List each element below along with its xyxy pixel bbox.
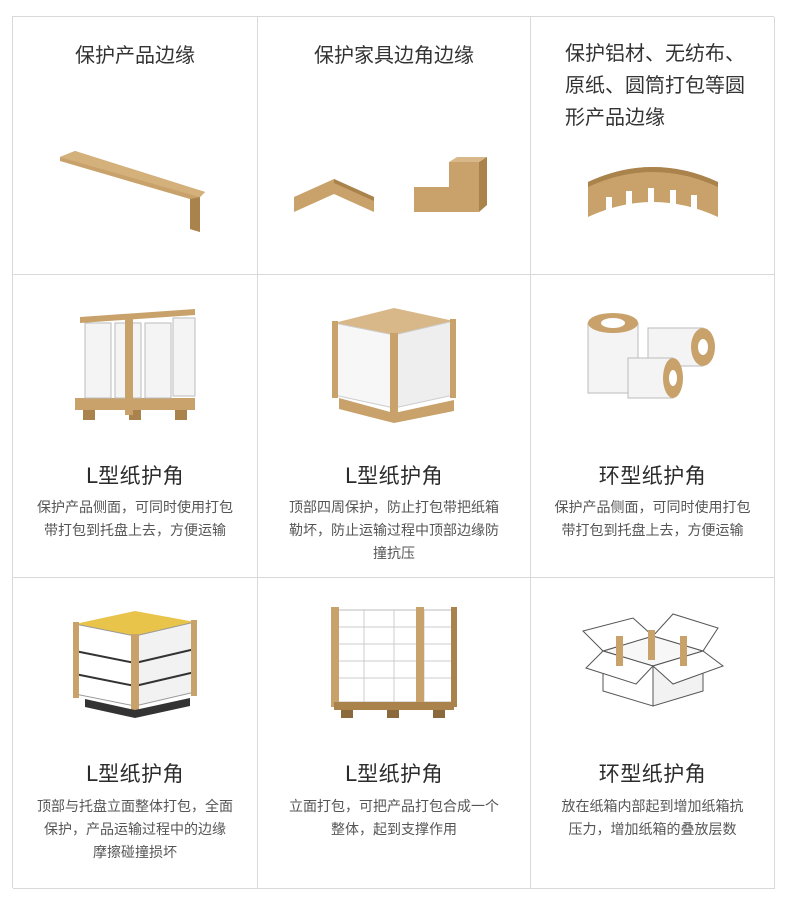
- desc-line: 勒坏，防止运输过程中顶部边缘防: [289, 523, 499, 539]
- desc-line: 带打包到托盘上去，方便运输: [44, 523, 226, 539]
- cell-round-protection: 保护铝材、无纺布、 原纸、圆筒打包等圆 形产品边缘: [531, 17, 775, 275]
- card-heading: L型纸护角: [344, 762, 444, 786]
- cell-ring-box: 环型纸护角 放在纸箱内部起到增加纸箱抗 压力，增加纸箱的叠放层数: [531, 578, 775, 889]
- desc-line: 立面打包，可把产品打包合成一个: [289, 799, 499, 815]
- cell-ring-side: 环型纸护角 保护产品侧面，可同时使用打包 带打包到托盘上去，方便运输: [531, 275, 775, 578]
- card-heading: 环型纸护角: [598, 464, 707, 488]
- desc-line: 撞抗压: [373, 546, 415, 562]
- cell-title: 保护铝材、无纺布、 原纸、圆筒打包等圆 形产品边缘: [565, 37, 764, 133]
- card-heading: L型纸护角: [344, 464, 444, 488]
- card-heading: 环型纸护角: [598, 762, 707, 786]
- open-box-image: [531, 606, 774, 716]
- title-line: 形产品边缘: [565, 105, 665, 129]
- card-heading: L型纸护角: [85, 464, 185, 488]
- pallet-rolls-image: [13, 303, 257, 428]
- paper-rolls-image: [531, 303, 774, 413]
- ring-guard-image: [531, 157, 774, 222]
- cell-title: 保护家具边角边缘: [314, 43, 474, 67]
- desc-line: 保护产品侧面，可同时使用打包: [37, 500, 233, 516]
- card-heading: L型纸护角: [85, 762, 185, 786]
- cell-l-angle-top: L型纸护角 顶部四周保护，防止打包带把纸箱 勒坏，防止运输过程中顶部边缘防 撞抗…: [258, 275, 531, 578]
- wrapped-pallet-image: [13, 606, 257, 726]
- corner-guards-image: [258, 157, 530, 227]
- pallet-box-image: [258, 303, 530, 433]
- desc-line: 保护，产品运输过程中的边缘: [44, 822, 226, 838]
- card-desc: 顶部与托盘立面整体打包，全面 保护，产品运输过程中的边缘 摩擦碰撞损坏: [19, 796, 251, 865]
- l-angle-image: [13, 147, 257, 237]
- title-line: 原纸、圆筒打包等圆: [565, 73, 745, 97]
- card-desc: 保护产品侧面，可同时使用打包 带打包到托盘上去，方便运输: [537, 497, 768, 543]
- desc-line: 带打包到托盘上去，方便运输: [561, 523, 744, 539]
- product-grid: 保护产品边缘 保护家具边角边缘 保护铝材、无纺布、 原纸、圆筒打包等圆: [12, 16, 775, 889]
- desc-line: 顶部四周保护，防止打包带把纸箱: [289, 500, 499, 516]
- desc-line: 整体，起到支撑作用: [331, 822, 457, 838]
- desc-line: 压力，增加纸箱的叠放层数: [568, 822, 737, 838]
- cell-l-angle-side: L型纸护角 保护产品侧面，可同时使用打包 带打包到托盘上去，方便运输: [13, 275, 258, 578]
- desc-line: 顶部与托盘立面整体打包，全面: [37, 799, 233, 815]
- card-desc: 立面打包，可把产品打包合成一个 整体，起到支撑作用: [264, 796, 524, 842]
- cell-l-angle-vertical: L型纸护角 立面打包，可把产品打包合成一个 整体，起到支撑作用: [258, 578, 531, 889]
- vertical-pallet-image: [258, 602, 530, 722]
- cell-furniture-protection: 保护家具边角边缘: [258, 17, 531, 275]
- cell-edge-protection: 保护产品边缘: [13, 17, 258, 275]
- desc-line: 摩擦碰撞损坏: [93, 845, 177, 861]
- desc-line: 保护产品侧面，可同时使用打包: [554, 500, 751, 516]
- desc-line: 放在纸箱内部起到增加纸箱抗: [561, 799, 744, 815]
- card-desc: 放在纸箱内部起到增加纸箱抗 压力，增加纸箱的叠放层数: [537, 796, 768, 842]
- title-line: 保护铝材、无纺布、: [565, 41, 745, 65]
- card-desc: 顶部四周保护，防止打包带把纸箱 勒坏，防止运输过程中顶部边缘防 撞抗压: [264, 497, 524, 566]
- card-desc: 保护产品侧面，可同时使用打包 带打包到托盘上去，方便运输: [19, 497, 251, 543]
- cell-title: 保护产品边缘: [75, 43, 195, 67]
- cell-l-angle-full: L型纸护角 顶部与托盘立面整体打包，全面 保护，产品运输过程中的边缘 摩擦碰撞损…: [13, 578, 258, 889]
